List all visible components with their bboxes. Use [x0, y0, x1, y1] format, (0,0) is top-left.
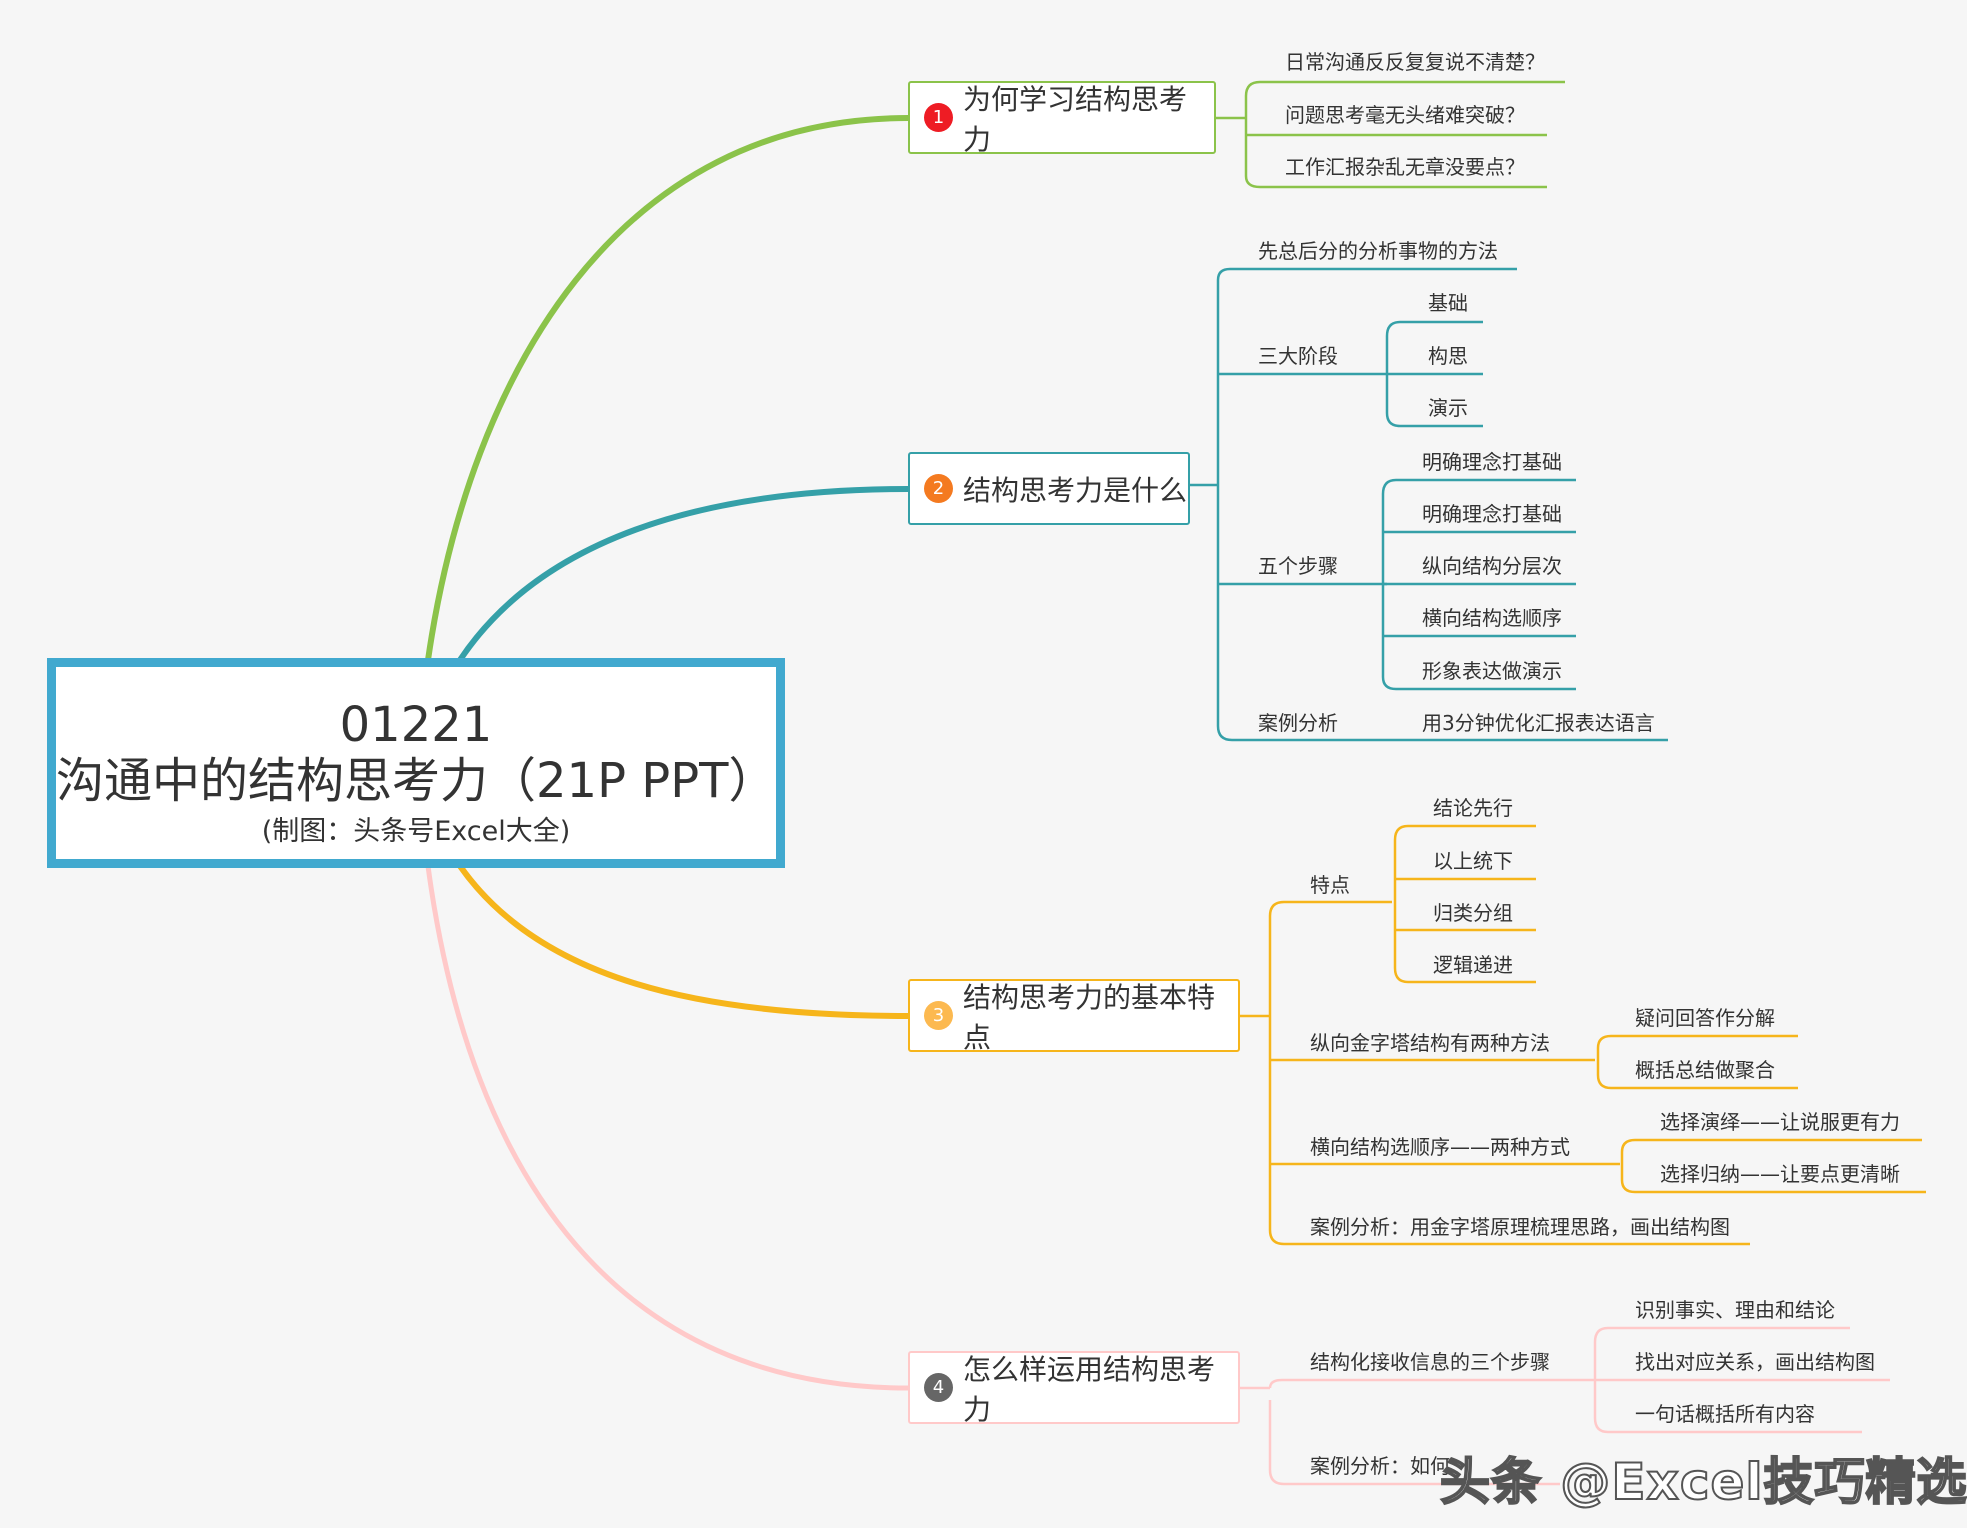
- b2-steps[interactable]: 五个步骤: [1258, 554, 1338, 578]
- b1-leaf-3[interactable]: 工作汇报杂乱无章没要点？: [1285, 155, 1525, 179]
- main-topic-3-label: 结构思考力的基本特点: [963, 980, 1216, 1054]
- b2-step-3[interactable]: 纵向结构分层次: [1422, 554, 1562, 578]
- main-topic-4-label: 怎么样运用结构思考力: [963, 1352, 1216, 1426]
- b2-case[interactable]: 案例分析: [1258, 711, 1338, 735]
- main-topic-3[interactable]: 3 结构思考力的基本特点: [908, 979, 1240, 1054]
- central-credit: (制图：头条号Excel大全): [261, 816, 571, 847]
- b4-receive-3[interactable]: 一句话概括所有内容: [1635, 1402, 1815, 1426]
- b4-receive-2[interactable]: 找出对应关系，画出结构图: [1635, 1350, 1875, 1374]
- badge-1: 1: [924, 103, 953, 132]
- b3-feature-2[interactable]: 以上统下: [1433, 849, 1513, 873]
- branch-3-connectors: [1240, 824, 1926, 1246]
- branch-4-curve: [425, 865, 909, 1391]
- b2-leaf-1[interactable]: 先总后分的分析事物的方法: [1258, 239, 1498, 263]
- b2-step-4[interactable]: 横向结构选顺序: [1422, 606, 1562, 630]
- central-topic[interactable]: 01221 沟通中的结构思考力（21P PPT） (制图：头条号Excel大全): [47, 658, 785, 868]
- b2-step-5[interactable]: 形象表达做演示: [1422, 659, 1562, 683]
- b3-feature-3[interactable]: 归类分组: [1433, 901, 1513, 925]
- b3-horizontal-1[interactable]: 选择演绎——让说服更有力: [1660, 1110, 1900, 1134]
- b2-stage-1[interactable]: 基础: [1428, 291, 1468, 315]
- b2-stage-2[interactable]: 构思: [1428, 344, 1468, 368]
- watermark: 头条 @Excel技巧精选: [1439, 1452, 1967, 1512]
- branch-3-curve: [457, 864, 909, 1019]
- central-code: 01221: [339, 697, 493, 753]
- b2-case-1[interactable]: 用3分钟优化汇报表达语言: [1422, 711, 1655, 735]
- b2-step-1[interactable]: 明确理念打基础: [1422, 450, 1562, 474]
- branch-2-curve: [457, 486, 909, 662]
- main-topic-1-label: 为何学习结构思考力: [963, 82, 1188, 156]
- b3-horizontal-2[interactable]: 选择归纳——让要点更清晰: [1660, 1162, 1900, 1186]
- central-title: 沟通中的结构思考力（21P PPT）: [56, 753, 777, 809]
- b3-vertical-2[interactable]: 概括总结做聚合: [1635, 1058, 1775, 1082]
- b4-receive[interactable]: 结构化接收信息的三个步骤: [1310, 1350, 1550, 1374]
- b2-stage[interactable]: 三大阶段: [1258, 344, 1338, 368]
- main-topic-4[interactable]: 4 怎么样运用结构思考力: [908, 1351, 1240, 1426]
- b3-feature-4[interactable]: 逻辑递进: [1433, 953, 1513, 977]
- b1-leaf-1[interactable]: 日常沟通反反复复说不清楚？: [1285, 50, 1545, 74]
- b3-vertical-1[interactable]: 疑问回答作分解: [1635, 1006, 1775, 1030]
- badge-2: 2: [924, 474, 953, 503]
- b3-vertical[interactable]: 纵向金字塔结构有两种方法: [1310, 1031, 1550, 1055]
- branch-1-curve: [425, 115, 909, 661]
- b3-feature-1[interactable]: 结论先行: [1433, 796, 1513, 820]
- b3-feature[interactable]: 特点: [1310, 873, 1350, 897]
- branch-1-connectors: [1216, 80, 1565, 189]
- main-topic-1[interactable]: 1 为何学习结构思考力: [908, 81, 1216, 156]
- b1-leaf-2[interactable]: 问题思考毫无头绪难突破？: [1285, 103, 1525, 127]
- b3-case[interactable]: 案例分析：用金字塔原理梳理思路，画出结构图: [1310, 1215, 1730, 1239]
- main-topic-2-label: 结构思考力是什么: [963, 473, 1188, 507]
- badge-3: 3: [924, 1001, 953, 1030]
- b3-horizontal[interactable]: 横向结构选顺序——两种方式: [1310, 1135, 1570, 1159]
- b4-case[interactable]: 案例分析：如何: [1310, 1454, 1450, 1478]
- branch-4-connectors: [1240, 1326, 1890, 1486]
- b2-stage-3[interactable]: 演示: [1428, 396, 1468, 420]
- b2-step-2[interactable]: 明确理念打基础: [1422, 502, 1562, 526]
- badge-4: 4: [924, 1373, 953, 1402]
- branch-2-connectors: [1190, 267, 1668, 742]
- main-topic-2[interactable]: 2 结构思考力是什么: [908, 452, 1190, 525]
- b4-receive-1[interactable]: 识别事实、理由和结论: [1635, 1298, 1835, 1322]
